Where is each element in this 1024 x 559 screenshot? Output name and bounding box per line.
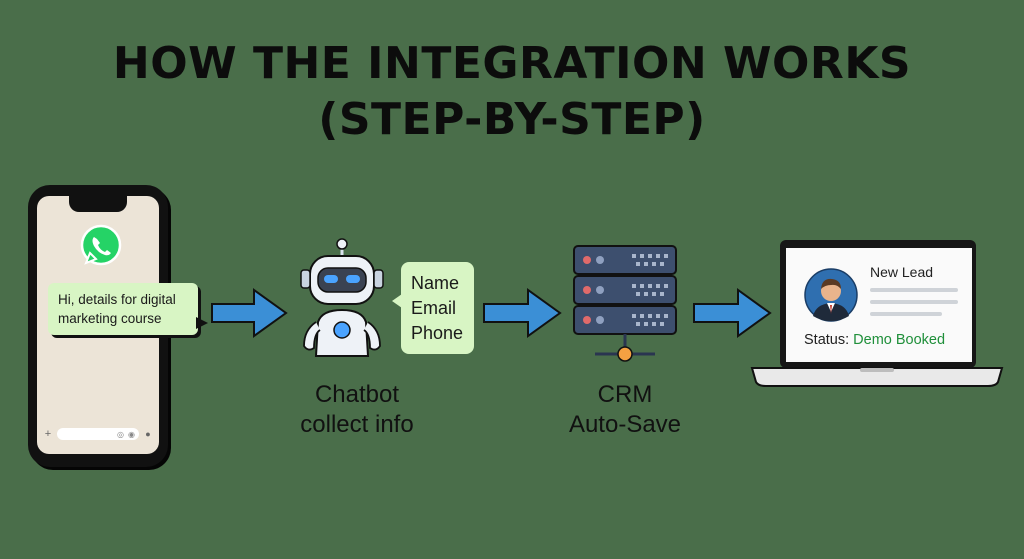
status-value: Demo Booked bbox=[853, 332, 946, 348]
crm-caption-line-1: CRM bbox=[597, 381, 653, 408]
arrow-right-icon bbox=[483, 288, 562, 338]
arrow-right-icon bbox=[693, 288, 772, 338]
mic-icon[interactable]: ● bbox=[145, 429, 151, 439]
crm-caption: CRM Auto-Save bbox=[535, 380, 715, 440]
phone-notch bbox=[69, 196, 127, 212]
sticker-icon[interactable]: ◎ bbox=[117, 429, 125, 439]
crm-lead-card: New Lead Status: Demo Booked bbox=[786, 248, 972, 362]
plus-icon[interactable]: + bbox=[44, 428, 52, 440]
crm-caption-line-2: Auto-Save bbox=[568, 411, 682, 438]
field-email-label: Email bbox=[411, 297, 457, 318]
field-phone-label: Phone bbox=[411, 322, 464, 343]
avatar bbox=[804, 268, 858, 322]
field-name-label: Name bbox=[411, 272, 460, 293]
camera-icon[interactable]: ◉ bbox=[128, 429, 135, 439]
page-title: HOW THE INTEGRATION WORKS (STEP-BY-STEP) bbox=[0, 36, 1024, 148]
lead-status: Status: Demo Booked bbox=[804, 332, 945, 348]
chat-input-bar[interactable]: + ◎ ◉ ● bbox=[43, 426, 153, 442]
title-line-2: (STEP-BY-STEP) bbox=[318, 94, 706, 145]
text-placeholder-line bbox=[870, 312, 942, 316]
chatbot-caption-line-2: collect info bbox=[300, 411, 414, 438]
whatsapp-icon bbox=[80, 224, 122, 266]
status-label: Status: bbox=[804, 332, 850, 348]
text-placeholder-line bbox=[870, 288, 958, 292]
message-input[interactable]: ◎ ◉ bbox=[57, 428, 139, 440]
lead-title: New Lead bbox=[870, 264, 934, 280]
robot-icon bbox=[300, 238, 384, 357]
collected-fields-box: Name Email Phone bbox=[392, 262, 474, 354]
server-icon bbox=[573, 245, 677, 362]
chatbot-caption: Chatbot collect info bbox=[262, 380, 452, 440]
text-placeholder-line bbox=[870, 300, 958, 304]
title-line-1: HOW THE INTEGRATION WORKS bbox=[112, 38, 912, 89]
chat-message-bubble: Hi, details for digital marketing course bbox=[48, 283, 208, 335]
arrow-right-icon bbox=[211, 288, 288, 338]
chatbot-caption-line-1: Chatbot bbox=[314, 381, 400, 408]
